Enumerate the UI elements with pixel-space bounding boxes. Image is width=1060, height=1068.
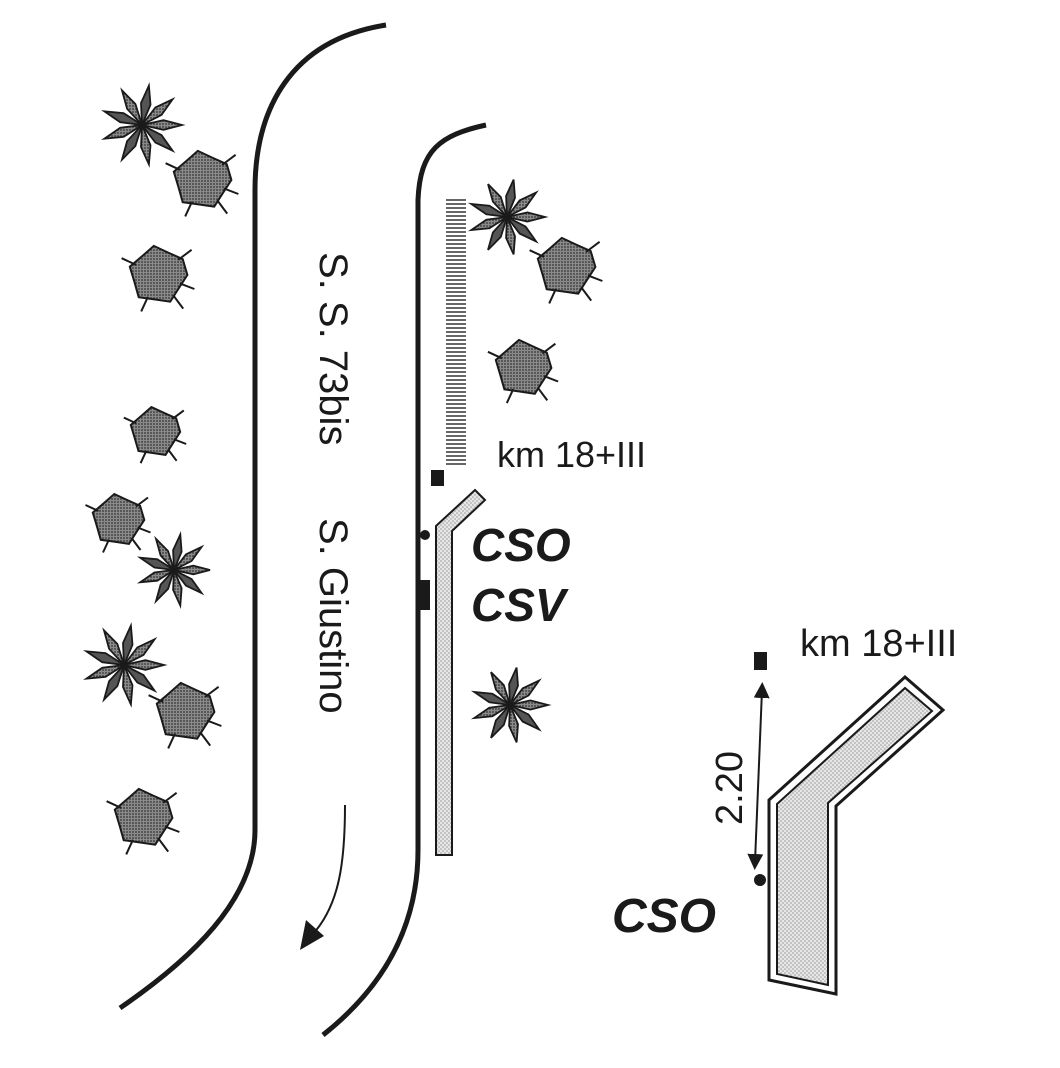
trees-group xyxy=(83,82,603,855)
palm-tree-icon xyxy=(101,82,186,168)
detail-km-label: km 18+III xyxy=(800,623,957,665)
shrub-icon xyxy=(85,492,151,553)
detail-distance-arrow xyxy=(747,682,770,870)
shrub-icon xyxy=(106,787,180,855)
detail-distance-label: 2.20 xyxy=(709,751,751,825)
road-name-line2: S. Giustino xyxy=(311,518,355,714)
road-left-edge xyxy=(118,22,387,1011)
csv-marker-rect xyxy=(420,580,430,610)
detail-cso-label: CSO xyxy=(612,890,716,943)
palm-tree-icon xyxy=(467,179,549,255)
shrub-icon xyxy=(123,405,187,464)
main-cso-label: CSO xyxy=(471,519,571,571)
road-right-edge xyxy=(321,122,487,1037)
palm-tree-icon xyxy=(136,530,211,610)
barrier-hatch xyxy=(446,199,466,465)
shrub-icon xyxy=(148,681,222,749)
palm-tree-icon xyxy=(470,667,552,743)
direction-arrow-head-icon xyxy=(300,920,324,950)
detail-cso-point xyxy=(754,874,766,886)
cso-point-marker xyxy=(420,530,430,540)
shrub-icon xyxy=(165,149,239,217)
detail-km-marker-square xyxy=(754,652,767,670)
road-name-line1: S. S. 73bis xyxy=(311,252,355,445)
main-csv-label: CSV xyxy=(471,579,569,631)
detail-view: km 18+III 2.20 CSO xyxy=(612,623,957,996)
shrub-icon xyxy=(487,338,559,404)
palm-tree-icon xyxy=(83,622,168,708)
main-km-label: km 18+III xyxy=(497,434,646,475)
traffic-island-main xyxy=(435,488,487,856)
shrub-icon xyxy=(121,244,195,312)
km-marker-square xyxy=(431,470,444,486)
direction-arrow xyxy=(311,804,346,936)
detail-island-fill xyxy=(776,686,934,987)
shrub-icon xyxy=(529,236,603,304)
